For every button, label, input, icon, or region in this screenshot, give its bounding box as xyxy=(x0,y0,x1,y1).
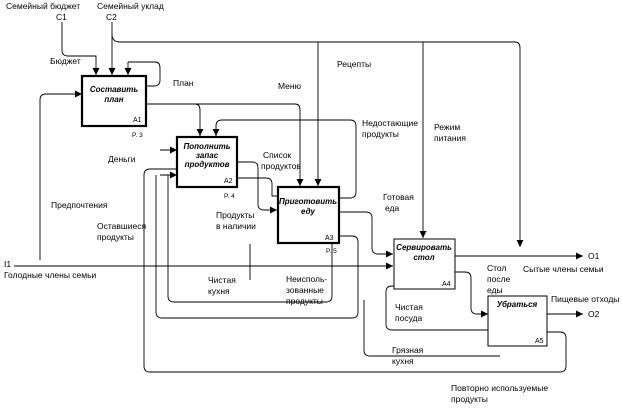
arrow-a3-out2 xyxy=(155,175,359,319)
label-dirty-kitchen-1: Грязная xyxy=(392,345,424,355)
label-clean-kitchen-2: кухня xyxy=(208,286,230,296)
label-clean-kitchen-1: Чистая xyxy=(208,275,236,285)
label-available-2: в наличии xyxy=(216,221,256,231)
arrow-dirty xyxy=(363,300,500,357)
box-a2-title-1: Пополнить xyxy=(184,142,231,151)
arrow-preferences xyxy=(39,90,82,260)
arrow-product-list xyxy=(237,177,277,197)
label-shortage-2: продукты xyxy=(362,129,399,139)
box-a5-title-1: Убраться xyxy=(497,300,538,309)
label-table-after-2: после xyxy=(487,274,511,284)
label-money: Деньги xyxy=(108,154,136,164)
label-clean-dishes-2: посуда xyxy=(395,313,423,323)
box-a2-title-2: запас xyxy=(196,151,219,160)
label-preferences: Предпочтения xyxy=(51,200,108,210)
label-shortage-1: Недостающие xyxy=(362,118,418,128)
label-full-members: Сытые члены семьи xyxy=(523,264,604,274)
label-recipes: Рецепты xyxy=(337,59,371,69)
box-a1: Составить план A1 P. 3 xyxy=(80,74,148,139)
arrow-table-after xyxy=(455,271,488,318)
label-unused-3: продукты xyxy=(286,296,323,306)
label-hungry: Голодные члены семьи xyxy=(4,270,97,280)
box-a1-number: A1 xyxy=(133,117,142,124)
arrow-reused xyxy=(143,168,567,373)
box-a2-number: A2 xyxy=(224,178,233,185)
box-a4-title-1: Сервировать xyxy=(396,243,452,252)
arrow-ready-food xyxy=(339,211,393,258)
arrow-plan xyxy=(146,103,204,136)
label-o1: O1 xyxy=(588,251,600,261)
label-clean-dishes-1: Чистая xyxy=(395,302,423,312)
label-reused-1: Повторно используемые xyxy=(451,383,548,393)
label-available-1: Продукты xyxy=(216,210,254,220)
label-product-list-1: Список xyxy=(263,150,292,160)
arrow-c1 xyxy=(61,22,100,75)
box-a5-number: A5 xyxy=(535,338,544,345)
label-unused-1: Неисполь- xyxy=(286,274,327,284)
box-a5: Убраться A5 xyxy=(487,295,548,347)
box-a3: Приготовить еду A3 P. 5 xyxy=(276,185,341,255)
box-a3-ref: P. 5 xyxy=(326,248,337,255)
label-dirty-kitchen-2: кухня xyxy=(392,356,414,366)
label-food-waste: Пищевые отходы xyxy=(551,294,619,304)
arrow-shortage xyxy=(212,119,357,199)
arrow-clean-dishes xyxy=(385,285,488,331)
arrow-c2-top xyxy=(111,33,524,247)
label-plan: План xyxy=(173,78,194,88)
label-unused-2: зованные xyxy=(286,285,324,295)
box-a1-title-2: план xyxy=(104,95,123,104)
label-ready-food-2: еда xyxy=(385,203,400,213)
arrow-menu-branch xyxy=(195,103,304,186)
box-a2-title-3: продуктов xyxy=(185,160,230,169)
label-ready-food-1: Готовая xyxy=(383,192,414,202)
label-reused-2: продукты xyxy=(451,394,488,404)
header-family-order: Семейный уклад xyxy=(97,1,164,11)
label-o2: O2 xyxy=(588,309,600,319)
box-a1-ref: P. 3 xyxy=(132,132,143,139)
label-menu: Меню xyxy=(278,81,302,91)
box-a3-title-2: еду xyxy=(301,207,315,216)
label-product-list-2: продуктов xyxy=(261,161,301,171)
label-table-after-3: еды xyxy=(487,285,503,295)
label-remaining-2: продукты xyxy=(97,232,134,242)
box-a2: Пополнить запас продуктов A2 P. 4 xyxy=(175,135,239,200)
arrow-available xyxy=(237,161,277,214)
box-a4: Сервировать стол A4 xyxy=(393,238,456,290)
box-a3-title-1: Приготовить xyxy=(279,197,337,206)
label-c1: C1 xyxy=(56,12,67,22)
labels-layer: Семейный бюджет Семейный уклад C1 C2 Бюд… xyxy=(4,1,619,404)
arrows-layer xyxy=(14,22,583,373)
label-remaining-1: Оставшиеся xyxy=(97,221,146,231)
box-a1-title-1: Составить xyxy=(90,85,139,94)
label-c2: C2 xyxy=(106,12,117,22)
label-i1: I1 xyxy=(4,259,11,269)
label-regime-1: Режим xyxy=(434,122,460,132)
box-a4-number: A4 xyxy=(442,281,451,288)
label-budget: Бюджет xyxy=(50,56,81,66)
box-a2-ref: P. 4 xyxy=(224,193,235,200)
box-a4-title-2: стол xyxy=(413,253,434,262)
label-regime-2: питания xyxy=(434,133,466,143)
header-family-budget: Семейный бюджет xyxy=(6,1,80,11)
box-a3-number: A3 xyxy=(325,235,334,242)
label-table-after-1: Стол xyxy=(487,263,506,273)
arrow-a1-loop xyxy=(146,61,161,87)
arrow-a3-down xyxy=(167,175,333,303)
